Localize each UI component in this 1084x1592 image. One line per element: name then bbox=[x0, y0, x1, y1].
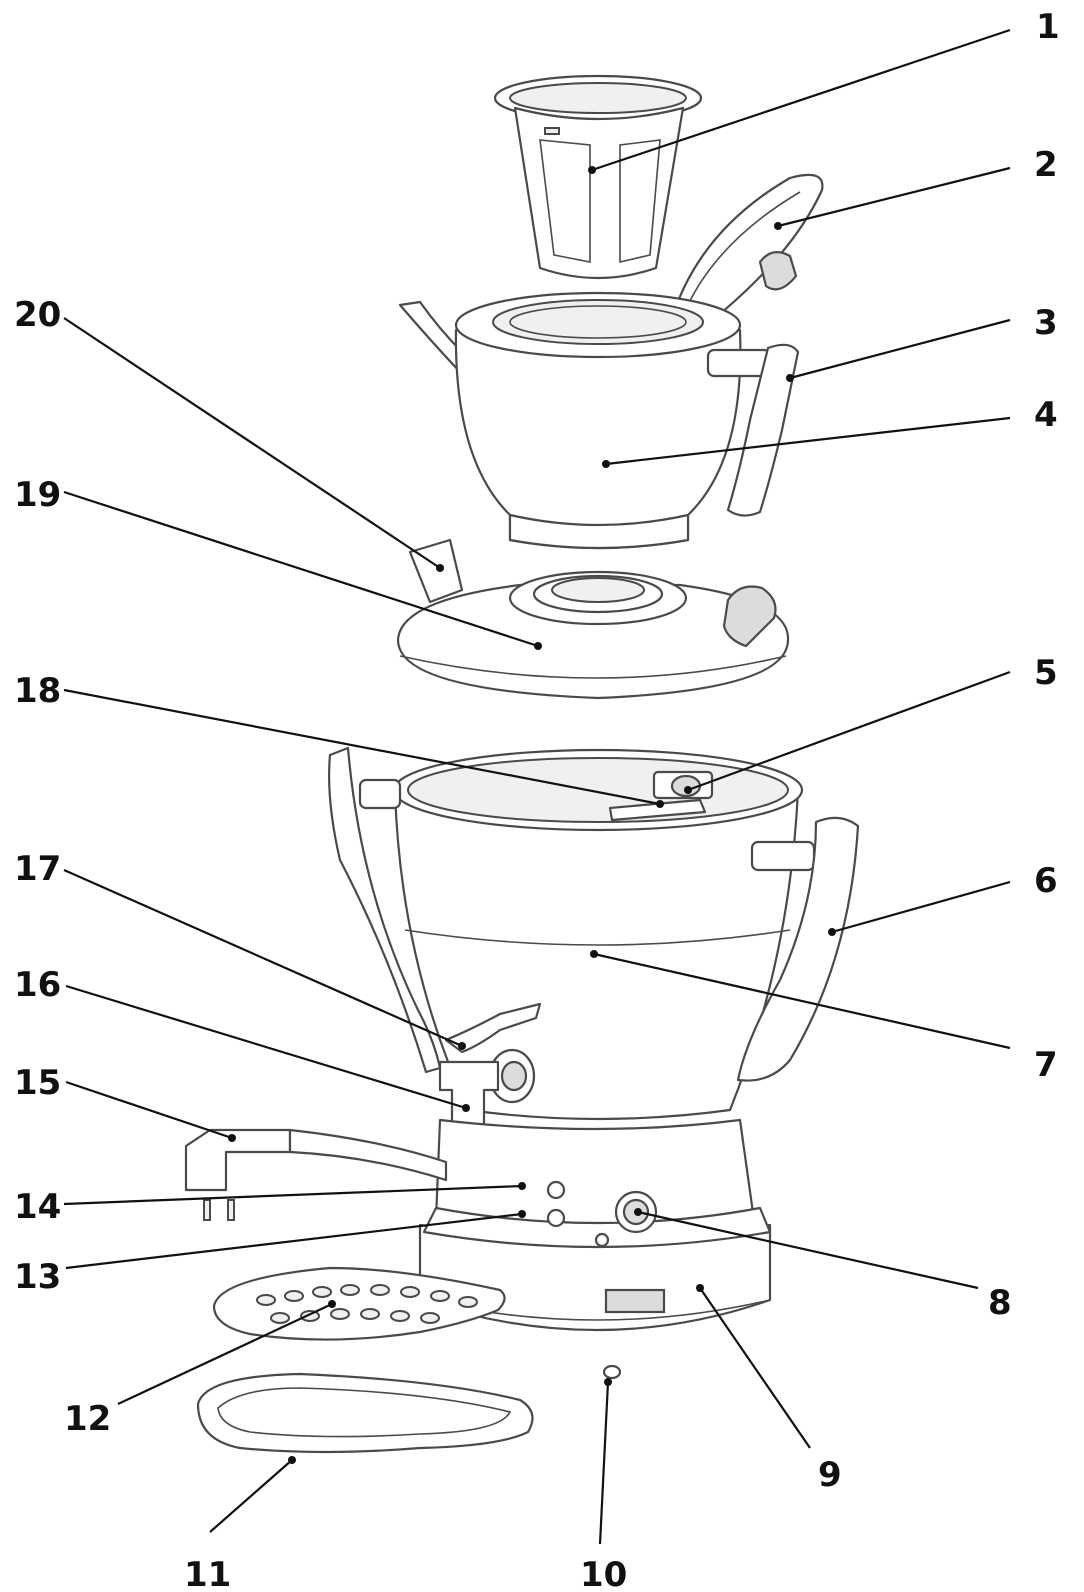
callout-9: 9 bbox=[818, 1455, 842, 1495]
leader-3 bbox=[789, 318, 1011, 380]
teapot bbox=[398, 291, 800, 550]
callout-7: 7 bbox=[1034, 1045, 1058, 1085]
leader-13 bbox=[65, 1212, 523, 1270]
callout-3: 3 bbox=[1034, 303, 1058, 343]
leader-10 bbox=[598, 1381, 610, 1545]
base bbox=[418, 1118, 772, 1380]
leader-4 bbox=[605, 416, 1011, 466]
leader-12 bbox=[117, 1303, 333, 1405]
leader-17 bbox=[63, 868, 463, 1048]
leader-19 bbox=[63, 490, 539, 648]
callout-20: 20 bbox=[14, 295, 61, 335]
callout-2: 2 bbox=[1034, 145, 1058, 185]
samovar-body bbox=[328, 746, 860, 1121]
drip-tray bbox=[196, 1372, 534, 1454]
tap bbox=[438, 1002, 542, 1134]
leader-15 bbox=[65, 1080, 233, 1140]
callout-1: 1 bbox=[1036, 7, 1060, 47]
leader-18 bbox=[63, 688, 661, 806]
leader-14 bbox=[63, 1184, 523, 1206]
callout-19: 19 bbox=[14, 475, 61, 515]
callout-17: 17 bbox=[14, 849, 61, 889]
callout-18: 18 bbox=[14, 671, 61, 711]
leader-9 bbox=[699, 1287, 811, 1449]
callout-16: 16 bbox=[14, 965, 61, 1005]
leader-8 bbox=[637, 1210, 979, 1290]
callout-10: 10 bbox=[580, 1555, 627, 1592]
tea-strainer bbox=[493, 74, 703, 280]
callout-5: 5 bbox=[1034, 653, 1058, 693]
callout-4: 4 bbox=[1034, 395, 1058, 435]
leader-1 bbox=[591, 28, 1011, 172]
leader-lines bbox=[63, 28, 1011, 1545]
callout-13: 13 bbox=[14, 1257, 61, 1297]
callout-15: 15 bbox=[14, 1063, 61, 1103]
callout-6: 6 bbox=[1034, 861, 1058, 901]
leader-6 bbox=[831, 880, 1011, 934]
callout-12: 12 bbox=[64, 1399, 111, 1439]
callout-14: 14 bbox=[14, 1187, 61, 1227]
leader-2 bbox=[777, 166, 1011, 228]
leader-20 bbox=[63, 317, 441, 569]
leader-11 bbox=[209, 1459, 293, 1533]
samovar-lid bbox=[396, 538, 790, 700]
leader-dots bbox=[228, 166, 836, 1464]
leader-7 bbox=[593, 952, 1011, 1050]
leader-16 bbox=[65, 984, 467, 1110]
drip-grid bbox=[212, 1266, 506, 1341]
callout-labels: 1 2 3 4 5 6 7 8 9 10 11 12 13 14 15 16 1… bbox=[14, 7, 1060, 1592]
callout-8: 8 bbox=[988, 1283, 1012, 1323]
leader-5 bbox=[687, 670, 1011, 792]
power-plug bbox=[184, 1128, 448, 1221]
callout-11: 11 bbox=[184, 1555, 231, 1592]
